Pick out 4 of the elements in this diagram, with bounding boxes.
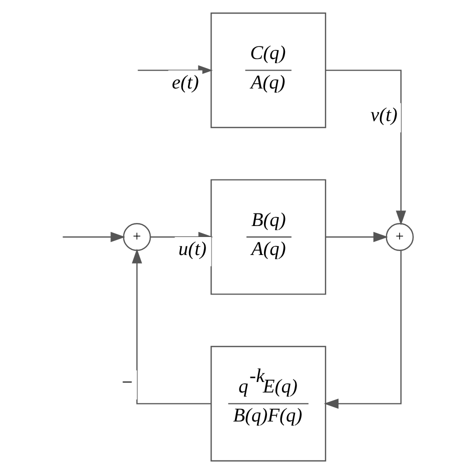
edge-label: − bbox=[120, 372, 134, 394]
edge-label: e(t) bbox=[171, 72, 198, 94]
edge-label: v(t) bbox=[370, 105, 398, 126]
edge-label: u(t) bbox=[178, 239, 206, 260]
